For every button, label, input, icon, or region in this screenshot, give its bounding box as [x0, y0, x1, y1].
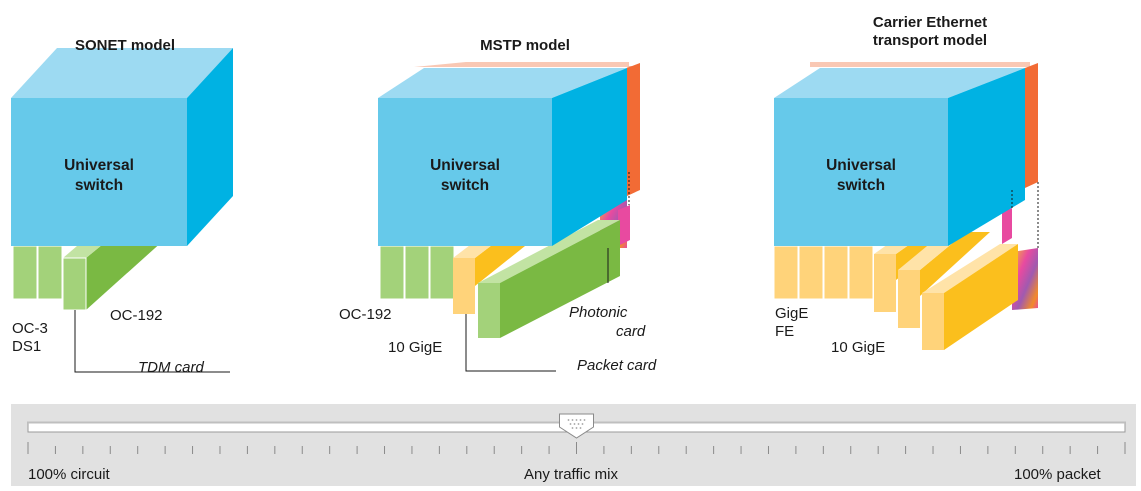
mstp-model	[378, 62, 640, 372]
mstp-switch-label: Universal switch	[430, 157, 500, 194]
sonet-port-label-ds1: DS1	[12, 338, 42, 355]
mstp-trunk-card	[478, 220, 620, 338]
sonet-port-label-oc3: OC-3	[12, 320, 48, 337]
cet-switch-label: Universal switch	[826, 157, 896, 194]
slider-ticks	[27, 442, 1126, 454]
sonet-trunk-label: OC-192	[110, 307, 163, 324]
cet-photonic-card	[810, 62, 1038, 310]
slider-center-label: Any traffic mix	[524, 466, 618, 483]
cet-port-cards	[773, 245, 874, 300]
traffic-mix-slider[interactable]	[11, 404, 1136, 486]
cet-10gige-cards	[874, 230, 1018, 350]
sonet-switch-label: Universal switch	[64, 157, 134, 194]
sonet-tdm-card-label: TDM card	[138, 359, 204, 376]
mstp-photonic-card-label: Photonic card	[569, 304, 646, 340]
mstp-port-label: OC-192	[339, 306, 392, 323]
sonet-switch-cube	[11, 48, 233, 246]
slider-right-label: 100% packet	[1014, 466, 1101, 483]
mstp-packet-card-label: Packet card	[577, 357, 657, 374]
mstp-model-title: MSTP model	[480, 37, 570, 54]
slider-thumb[interactable]	[559, 413, 594, 439]
mstp-packet-card	[453, 242, 530, 314]
slider-thumb-grip	[567, 419, 586, 429]
sonet-model	[11, 48, 233, 373]
mstp-switch-cube	[378, 68, 627, 246]
sonet-tdm-card	[62, 240, 164, 311]
carrier-ethernet-model	[773, 62, 1039, 350]
slider-left-label: 100% circuit	[28, 466, 110, 483]
mstp-packet-callout-line	[465, 314, 556, 372]
mstp-port-cards	[379, 245, 455, 300]
cet-switch-cube	[774, 68, 1025, 246]
sonet-model-title: SONET model	[74, 37, 175, 54]
cet-port-label-fe: FE	[775, 323, 795, 340]
sonet-callout-line	[74, 310, 230, 373]
traffic-mix-slider-panel	[11, 404, 1136, 486]
cet-trunk-label: 10 GigE	[831, 339, 886, 356]
mstp-trunk-label: 10 GigE	[388, 339, 443, 356]
cet-port-label-gige: GigE	[775, 305, 809, 322]
sonet-port-cards	[12, 245, 63, 300]
carrier-ethernet-model-title: Carrier Ethernet transport model	[872, 14, 988, 49]
